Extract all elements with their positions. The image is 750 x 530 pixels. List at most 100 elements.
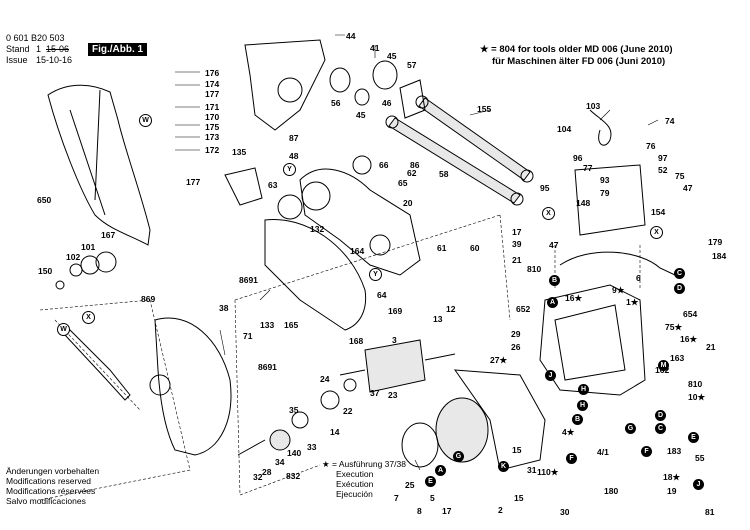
part-label: 4★ bbox=[562, 427, 575, 437]
version-note-de: für Maschinen älter FD 006 (Juni 2010) bbox=[492, 56, 666, 67]
part-label: 21 bbox=[706, 342, 716, 352]
part-label: 29 bbox=[511, 329, 521, 339]
callout-badge: W bbox=[57, 323, 70, 336]
footer-notes: Änderungen vorbehalten Modifications res… bbox=[6, 466, 99, 506]
part-label: 33 bbox=[307, 442, 317, 452]
part-label: 652 bbox=[516, 304, 531, 314]
part-label: 48 bbox=[289, 151, 299, 161]
part-label: 81 bbox=[705, 507, 715, 517]
part-label: 135 bbox=[232, 147, 247, 157]
part-label: 7 bbox=[394, 493, 399, 503]
lower-blade-guard-shape bbox=[154, 317, 232, 456]
execution-note: ★ = Ausführung 37/38 bbox=[322, 459, 406, 469]
part-label: 810 bbox=[688, 379, 703, 389]
part-label: 20 bbox=[403, 198, 413, 208]
part-label: 101 bbox=[81, 242, 96, 252]
gearbox-shape bbox=[539, 284, 646, 396]
callout-badge: A bbox=[547, 297, 558, 308]
part-label: 15 bbox=[514, 493, 524, 503]
part-label: 96 bbox=[573, 153, 583, 163]
part-label: 810 bbox=[527, 264, 542, 274]
part-label: 45 bbox=[356, 110, 366, 120]
stand-label: Stand bbox=[6, 44, 30, 54]
part-label: 183 bbox=[667, 446, 682, 456]
part-label: 104 bbox=[557, 124, 572, 134]
callout-badge: G bbox=[453, 451, 464, 462]
part-label: 86 bbox=[410, 160, 420, 170]
part-label: 8691 bbox=[258, 362, 277, 372]
part-label: 110★ bbox=[537, 467, 559, 477]
part-label: 19 bbox=[667, 486, 677, 496]
part-label: 55 bbox=[695, 453, 705, 463]
footer-line-fr: Modifications réservées bbox=[6, 486, 96, 496]
part-label: 41 bbox=[370, 43, 380, 53]
part-label: 74 bbox=[665, 116, 675, 126]
part-label: 132 bbox=[310, 224, 325, 234]
callout-badge: C bbox=[655, 423, 666, 434]
part-label: 35 bbox=[289, 405, 299, 415]
part-label: 31 bbox=[527, 465, 537, 475]
callout-badge: C bbox=[674, 268, 685, 279]
part-label: 175 bbox=[205, 122, 220, 132]
doc-number: 0 601 B20 503 bbox=[6, 33, 65, 43]
part-label: 24 bbox=[320, 374, 330, 384]
callout-badge: B bbox=[572, 414, 583, 425]
callout-badge: K bbox=[498, 461, 509, 472]
rail-155-shape bbox=[418, 97, 531, 181]
part-label: 22 bbox=[343, 406, 353, 416]
part-label: 16★ bbox=[680, 334, 698, 344]
callout-badge: E bbox=[688, 432, 699, 443]
part-label: 61 bbox=[437, 243, 447, 253]
callout-badge: D bbox=[655, 410, 666, 421]
issue-label: Issue bbox=[6, 55, 28, 65]
callout-badge: Y bbox=[283, 163, 296, 176]
part-label: 46 bbox=[382, 98, 392, 108]
part-label: 165 bbox=[284, 320, 299, 330]
part-label: 77 bbox=[583, 163, 593, 173]
part-label: 172 bbox=[205, 145, 220, 155]
part-label: 150 bbox=[38, 266, 53, 276]
part-label: 184 bbox=[712, 251, 727, 261]
part-label: 97 bbox=[658, 153, 668, 163]
motor-housing-shape bbox=[453, 369, 546, 471]
part-label: 95 bbox=[540, 183, 550, 193]
part-label: 164 bbox=[350, 246, 365, 256]
version-note-en: ★ = 804 for tools older MD 006 (June 201… bbox=[480, 44, 673, 55]
part-label: 14 bbox=[330, 427, 340, 437]
callout-badge: J bbox=[693, 479, 704, 490]
part-label: 32 bbox=[253, 472, 263, 482]
callout-badge: Y bbox=[369, 268, 382, 281]
part-label: 5 bbox=[430, 493, 435, 503]
part-label: 12 bbox=[446, 304, 456, 314]
part-label: 18★ bbox=[663, 472, 681, 482]
part-label: 60 bbox=[470, 243, 480, 253]
callout-badge: W bbox=[139, 114, 152, 127]
part-label: 6 bbox=[636, 273, 641, 283]
part-label: 180 bbox=[604, 486, 619, 496]
footer-line-es: Salvo modificaciones bbox=[6, 496, 86, 506]
base-plate-154-shape bbox=[574, 164, 646, 236]
part-label: 650 bbox=[37, 195, 52, 205]
part-label: 8 bbox=[417, 506, 422, 516]
part-label: 47 bbox=[683, 183, 693, 193]
part-label: 76 bbox=[646, 141, 656, 151]
part-label: 21 bbox=[512, 255, 522, 265]
part-label: 75 bbox=[675, 171, 685, 181]
footer-line-en: Modifications reserved bbox=[6, 476, 92, 486]
part-label: 154 bbox=[651, 207, 666, 217]
execution-es: Ejecución bbox=[336, 489, 373, 499]
part-label: 17 bbox=[442, 506, 452, 516]
stator-shape bbox=[435, 397, 489, 463]
callout-badge: M bbox=[658, 360, 669, 371]
execution-fr: Exécution bbox=[336, 479, 374, 489]
part-label: 38 bbox=[219, 303, 229, 313]
part-label: 75★ bbox=[665, 322, 683, 332]
part-label: 167 bbox=[101, 230, 116, 240]
callout-badge: B bbox=[549, 275, 560, 286]
callout-badge: J bbox=[545, 370, 556, 381]
part-label: 140 bbox=[287, 448, 302, 458]
part-label: 179 bbox=[708, 237, 723, 247]
part-label: 3 bbox=[392, 335, 397, 345]
callout-badge: X bbox=[650, 226, 663, 239]
